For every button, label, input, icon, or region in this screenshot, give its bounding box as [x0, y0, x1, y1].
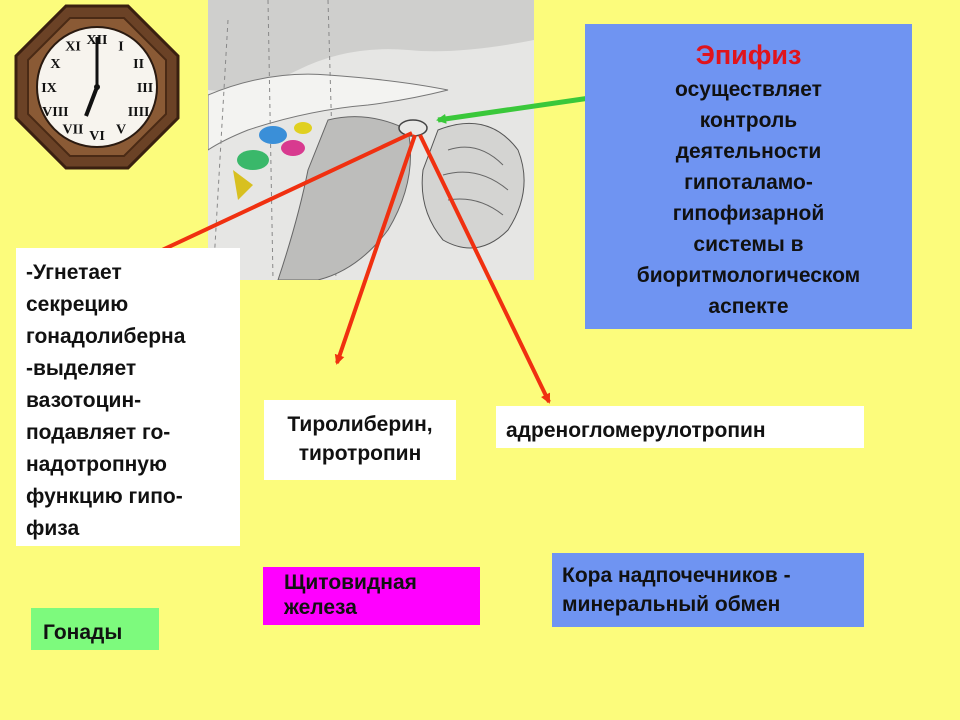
clock-numeral: IIII [128, 105, 150, 120]
highlight-pink [281, 140, 305, 156]
highlight-yellow [294, 122, 312, 134]
adrenoglomerulotropin-box: адреногломерулотропин [496, 406, 864, 448]
brain-section-image [208, 0, 534, 280]
clock-center [94, 84, 100, 90]
clock-numeral: III [137, 81, 153, 96]
clock-numeral: XI [65, 39, 81, 54]
clock-numeral: V [116, 123, 126, 138]
thyroid-box: Щитовидная железа [263, 567, 480, 625]
clock-numeral: IX [41, 81, 57, 96]
cortex-region [208, 0, 534, 91]
clock-numerals: XIIIIIIIIIIIIVVIVIIVIIIIXXXI [41, 33, 153, 144]
clock-numeral: VIII [42, 105, 68, 120]
cerebellum [421, 122, 525, 249]
epiphysis-description: осуществляет контроль деятельности гипот… [636, 78, 861, 318]
corpus-callosum [208, 73, 449, 151]
epiphysis-box: Эпифиз осуществляет контроль деятельност… [585, 24, 912, 329]
clock-icon: XIIIIIIIIIIIIVVIVIIVIIIIXXXI [14, 4, 180, 170]
clock-numeral: VII [62, 123, 83, 138]
gonadoliberin-effect-box: -Угнетает секрецию гонадолиберна -выделя… [16, 248, 240, 546]
pineal-gland [398, 119, 428, 137]
gonads-box: Гонады [31, 608, 159, 650]
epiphysis-title: Эпифиз [695, 40, 802, 70]
highlight-blue [259, 126, 287, 144]
adrenal-cortex-box: Кора надпочечников - минеральный обмен [552, 553, 864, 627]
clock-numeral: II [133, 57, 144, 72]
thyroliberin-box: Тиролиберин, тиротропин [264, 400, 456, 480]
highlight-green [237, 150, 269, 170]
clock-numeral: X [50, 57, 60, 72]
clock-numeral: VI [89, 129, 105, 144]
clock-numeral: I [118, 39, 123, 54]
clock-hour-hand [84, 86, 99, 117]
